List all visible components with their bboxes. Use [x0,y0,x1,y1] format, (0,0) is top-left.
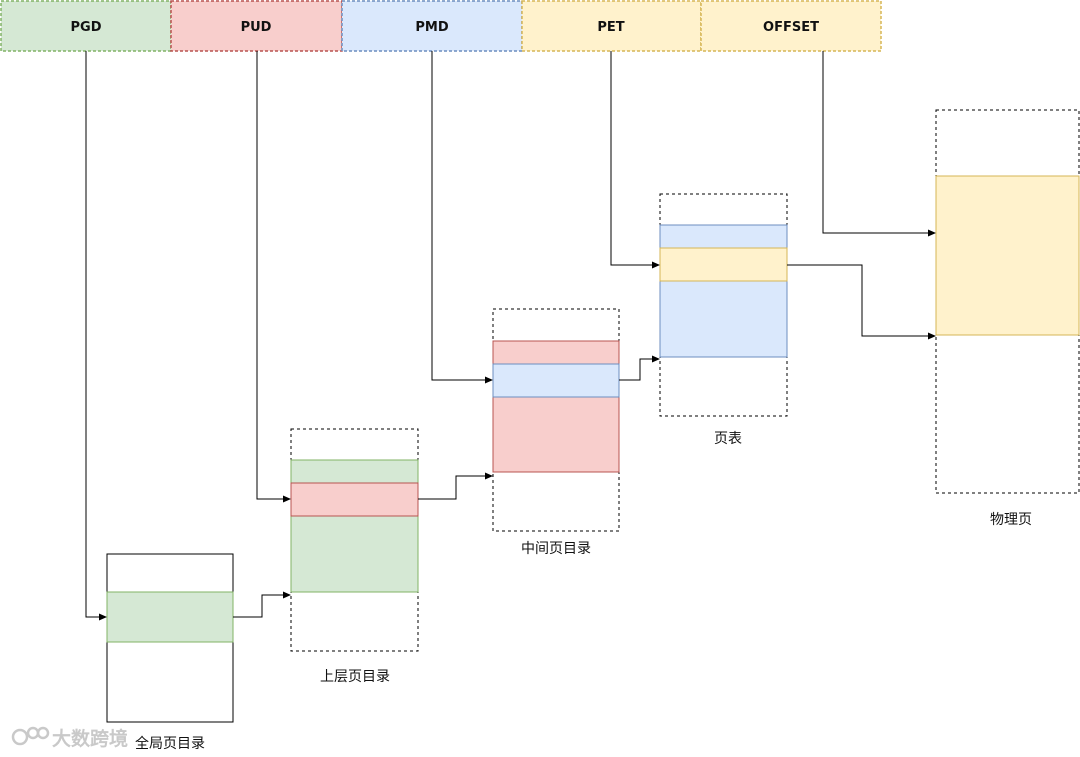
address-field-pud: PUD [170,0,343,52]
address-field-pmd: PMD [341,0,523,52]
physical-page-frame [935,175,1080,336]
pud-entry [290,482,419,517]
pmd-entry [492,363,620,398]
address-field-pgd: PGD [0,0,172,52]
pgd-table: 全局页目录 [106,553,234,752]
pte-block [659,224,788,358]
watermark: 大数跨境 [11,726,128,750]
pgd-entry-to-pud-table-arrow [233,591,291,618]
pud-field-to-pud-entry-arrow [256,51,291,503]
pte-table-label: 页表 [714,431,742,447]
pmd-block [492,340,620,473]
pmd-field-to-pmd-entry-arrow [431,51,493,384]
pgd-field-to-pgd-entry-arrow [85,51,107,621]
pte-table: 页表 [659,193,788,447]
address-field-offset-label: OFFSET [763,20,819,35]
virtual-address-bar: PGD PUD PMD PET OFFSET [0,0,882,52]
pud-entry-to-pmd-table-arrow [418,472,493,500]
pte-entry-to-physical-page-arrow [787,264,936,340]
address-field-pet-label: PET [597,20,624,35]
physical-page: 物理页 [935,109,1080,528]
pud-table: 上层页目录 [290,428,419,685]
physical-page-label: 物理页 [990,512,1032,528]
address-field-pud-label: PUD [241,20,272,35]
pmd-table-label: 中间页目录 [521,541,591,557]
pud-table-label: 上层页目录 [320,669,390,685]
pte-entry [659,247,788,282]
watermark-text: 大数跨境 [52,727,128,750]
address-field-pet: PET [521,0,702,52]
pet-field-to-pte-entry-arrow [610,51,660,269]
offset-field-to-physical-page-arrow [822,51,936,237]
address-field-offset: OFFSET [700,0,882,52]
address-field-pmd-label: PMD [415,20,448,35]
pgd-table-label: 全局页目录 [135,735,205,752]
pmd-entry-to-pte-table-arrow [619,355,660,381]
connectors [85,51,936,621]
watermark-logo-icon [11,726,50,746]
pgd-entry [106,591,234,643]
pmd-table: 中间页目录 [492,308,620,557]
pud-block [290,459,419,593]
address-field-pgd-label: PGD [71,20,102,35]
